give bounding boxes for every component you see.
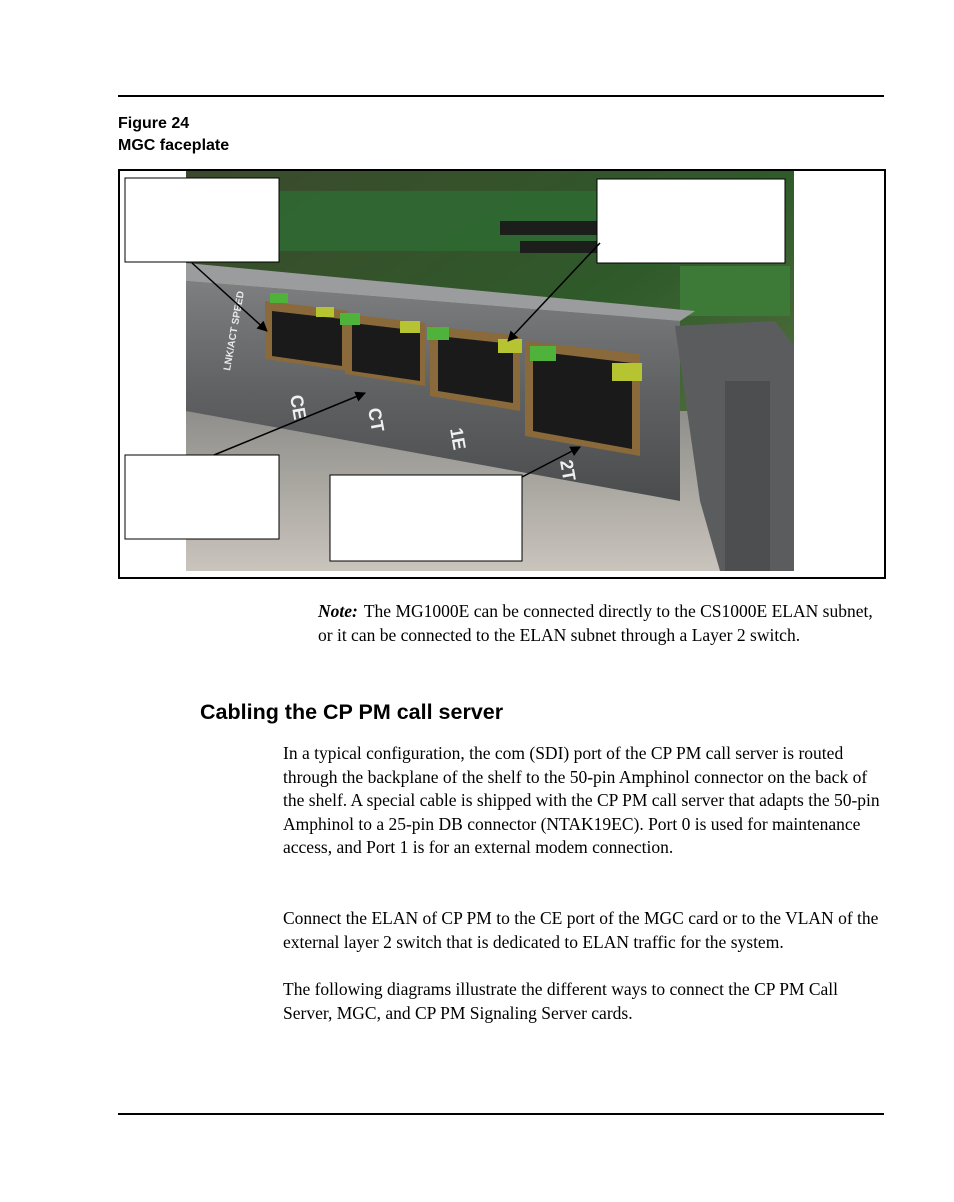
note: Note:The MG1000E can be connected direct… <box>318 599 888 647</box>
footer-rule <box>118 1113 884 1115</box>
paragraph: Connect the ELAN of CP PM to the CE port… <box>283 908 879 952</box>
figure-frame: LNK/ACT SPEED CE CT 1E 2T <box>118 169 886 579</box>
port-label-ct: CT <box>364 406 388 433</box>
mgc-faceplate-photo: LNK/ACT SPEED CE CT 1E 2T <box>124 171 794 571</box>
section-heading: Cabling the CP PM call server <box>200 700 504 724</box>
header-rule <box>118 95 884 97</box>
note-text: The MG1000E can be connected directly to… <box>318 601 873 645</box>
port-label-2t: 2T <box>556 458 579 482</box>
port-label-1e: 1E <box>446 426 470 451</box>
callout-arrow-top-left <box>191 262 268 332</box>
paragraph: The following diagrams illustrate the di… <box>283 979 839 1023</box>
callout-box-top-left <box>124 177 280 263</box>
callout-arrow-top-right <box>507 242 601 342</box>
callout-box-bottom-left <box>124 454 280 540</box>
figure-caption: MGC faceplate <box>118 137 230 154</box>
note-label: Note: <box>318 601 358 621</box>
callout-box-top-right <box>596 178 786 264</box>
callout-box-bottom-center <box>329 474 523 562</box>
callout-arrow-bottom-center <box>521 446 581 478</box>
figure-number: Figure 24 <box>118 115 190 132</box>
paragraph: In a typical configuration, the com (SDI… <box>283 743 880 857</box>
callout-arrow-bottom-left <box>213 391 366 456</box>
